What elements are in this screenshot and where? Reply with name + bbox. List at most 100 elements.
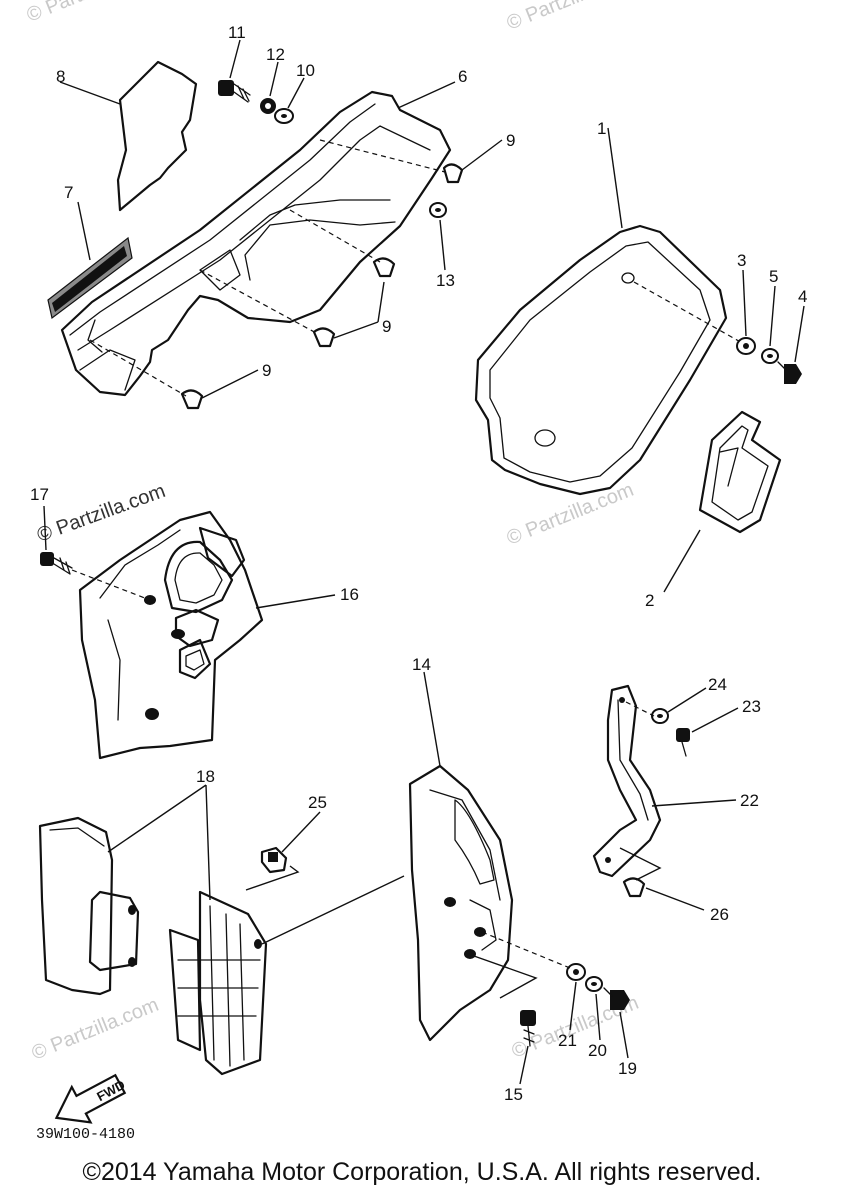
callout-26: 26 [710,905,729,924]
part-20-grommet [585,976,603,992]
leader-15 [519,1045,529,1085]
leader-22 [651,799,737,807]
leader-2 [663,529,701,593]
callout-17: 17 [30,485,49,504]
callout-2: 2 [645,591,654,610]
callout-16: 16 [340,585,359,604]
leader-23 [691,707,739,733]
callout-18: 18 [196,767,215,786]
leader-26 [645,887,705,911]
dash-24 [625,701,655,717]
watermark-middle: © Partzilla.com [504,479,637,550]
leader-26-angle [619,847,662,881]
callout-1: 1 [597,119,606,138]
callout-4: 4 [798,287,807,306]
part-2-plate-decal [698,410,782,534]
leader-13 [439,219,446,271]
part-5-grommet [761,348,779,364]
dash-9b [289,209,381,263]
leader-6 [397,81,456,109]
leader-9a [461,139,503,171]
leader-17 [43,505,47,551]
callout-15: 15 [504,1085,523,1104]
leader-18-to-14 [261,875,405,945]
callout-23: 23 [742,697,761,716]
part-10-grommet [274,108,294,124]
dash-9c [199,269,319,335]
leader-7 [77,201,91,261]
part-9-clip-d [180,389,204,410]
leader-15-angle [473,955,538,999]
callout-11: 11 [228,23,246,42]
part-19-screw [603,987,630,1010]
callout-25: 25 [308,793,327,812]
callout-8: 8 [56,67,65,86]
part-13-grommet [429,202,447,218]
part-8-decal [116,60,198,212]
callout-24: 24 [708,675,727,694]
part-23-screw [676,728,690,757]
callout-12: 12 [266,45,285,64]
leader-14 [423,671,441,767]
callout-9c: 9 [262,361,271,380]
diagram-code: 39W100-4180 [36,1126,135,1143]
dash-9a [319,139,446,173]
callout-20: 20 [588,1041,607,1060]
fwd-arrow-icon: FWD [54,1073,127,1124]
leader-20 [595,993,601,1041]
leader-4 [794,305,805,363]
part-18-radiator-guard-right [168,890,268,1076]
leader-9b [333,281,385,339]
callout-6: 6 [458,67,467,86]
part-3-washer [736,337,756,355]
part-1-number-plate [474,224,728,496]
dash-17 [71,569,151,601]
callout-3: 3 [737,251,746,270]
leader-19 [619,1011,629,1059]
part-6-air-scoop [60,90,452,397]
watermark-top-left: © Partzilla.com [24,0,157,27]
leader-25 [281,811,321,853]
watermark-bottom-left: © Partzilla.com [29,994,162,1065]
callout-14: 14 [412,655,431,674]
leader-10 [287,77,305,109]
leader-16 [255,594,336,609]
leader-25-angle [245,865,300,891]
callout-9b: 9 [382,317,391,336]
part-7-strip-decal [47,236,133,320]
leader-21 [569,981,577,1031]
callout-5: 5 [769,267,778,286]
dash-21 [481,931,571,969]
part-12-washer [260,98,276,114]
leader-1 [607,127,623,229]
leader-8 [59,81,121,105]
dash-1 [633,281,745,345]
leader-24 [667,687,707,713]
part-26-clip [622,877,646,898]
part-14-lower-panel [408,764,514,1042]
part-18-radiator-guard-left [38,816,140,996]
part-22-bracket [592,684,662,878]
part-4-screw [777,361,802,384]
part-21-washer [566,963,586,981]
part-15-bolt [520,1010,536,1047]
part-24-washer [651,708,669,724]
part-25-clip-nut [260,846,288,874]
callout-19: 19 [618,1059,637,1078]
leader-3 [742,269,747,337]
callout-7: 7 [64,183,73,202]
part-17-bolt [40,552,73,575]
dash-9d [89,339,187,397]
leader-12 [269,61,279,97]
leader-11 [229,39,241,79]
watermark-top-right: © Partzilla.com [504,0,637,35]
part-9-clip-a [442,163,464,184]
callout-9a: 9 [506,131,515,150]
leader-18 [107,784,211,901]
callout-10: 10 [296,61,315,80]
callout-22: 22 [740,791,759,810]
callout-13: 13 [436,271,455,290]
callout-21: 21 [558,1031,577,1050]
watermark-main: © Partzilla.com [34,480,168,547]
